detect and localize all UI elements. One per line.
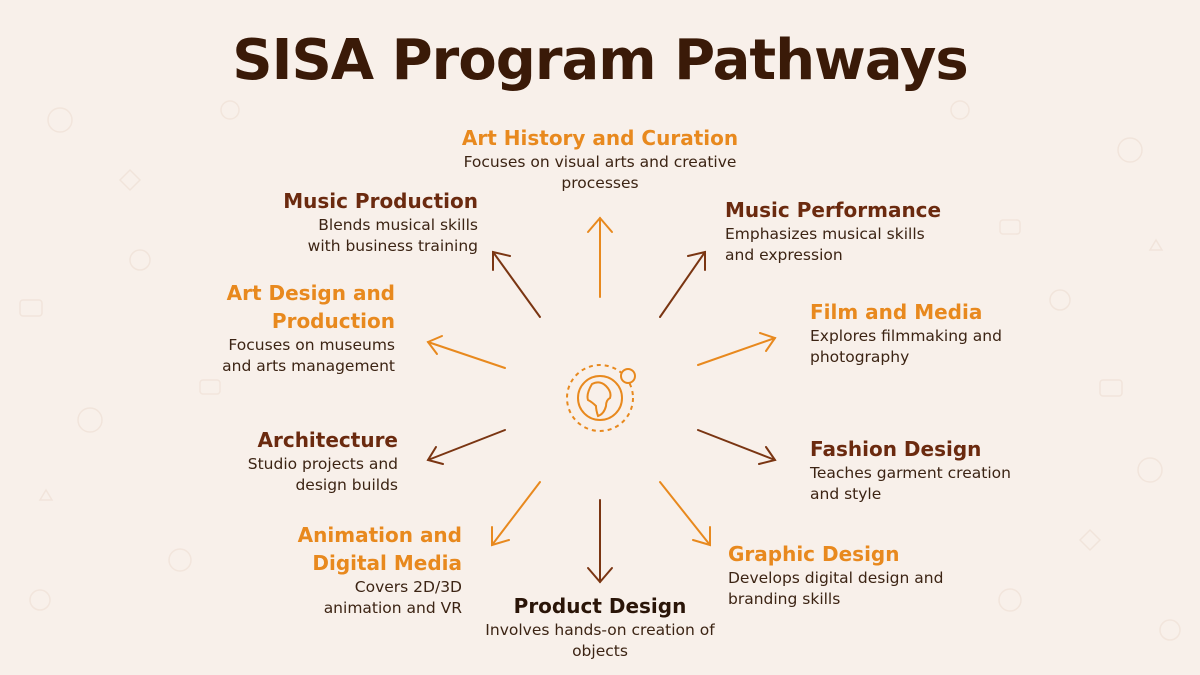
pathway-film-media: Film and Media Explores filmmaking and p…	[810, 298, 1040, 368]
arrow-art-design	[427, 341, 506, 369]
pathway-heading: Product Design	[513, 594, 687, 618]
pathway-art-design: Art Design and Production Focuses on mus…	[190, 279, 395, 377]
pathway-desc: Studio projects and design builds	[247, 455, 398, 494]
arrow-graphic-design	[659, 481, 711, 546]
arrow-fashion-design	[697, 429, 776, 461]
pathway-desc: Blends musical skills with business trai…	[307, 216, 478, 255]
pathway-heading: Fashion Design	[810, 437, 982, 461]
pathway-heading: Art Design and Production	[226, 281, 395, 333]
pathway-art-history: Art History and Curation Focuses on visu…	[440, 124, 760, 194]
pathway-heading: Graphic Design	[728, 542, 900, 566]
pathway-music-production: Music Production Blends musical skills w…	[245, 187, 478, 257]
arrow-music-performance	[659, 251, 706, 318]
pathway-heading: Architecture	[257, 428, 399, 452]
pathway-desc: Focuses on museums and arts management	[222, 336, 395, 375]
pathway-heading: Music Performance	[725, 198, 942, 222]
pathway-music-performance: Music Performance Emphasizes musical ski…	[725, 196, 965, 266]
pathway-heading: Film and Media	[810, 300, 983, 324]
pathway-desc: Focuses on visual arts and creative proc…	[463, 153, 737, 192]
page-title: SISA Program Pathways	[232, 28, 968, 93]
arrow-architecture	[427, 429, 506, 461]
pathway-desc: Involves hands-on creation of objects	[485, 621, 715, 660]
pathway-desc: Explores filmmaking and photography	[810, 327, 1002, 366]
pathway-animation: Animation and Digital Media Covers 2D/3D…	[280, 521, 462, 619]
pathway-heading: Music Production	[283, 189, 478, 213]
pathway-desc: Teaches garment creation and style	[810, 464, 1011, 503]
globe-africa-icon	[566, 364, 636, 432]
pathway-heading: Art History and Curation	[461, 126, 739, 150]
pathway-product-design: Product Design Involves hands-on creatio…	[468, 592, 732, 662]
pathway-heading: Animation and Digital Media	[297, 523, 462, 575]
pathway-desc: Emphasizes musical skills and expression	[725, 225, 925, 264]
pathway-desc: Covers 2D/3D animation and VR	[323, 578, 462, 617]
arrow-music-production	[492, 251, 541, 318]
pathway-fashion-design: Fashion Design Teaches garment creation …	[810, 435, 1040, 505]
arrow-film-media	[697, 337, 776, 366]
pathway-graphic-design: Graphic Design Develops digital design a…	[728, 540, 968, 610]
arrow-animation	[491, 481, 541, 546]
pathway-architecture: Architecture Studio projects and design …	[200, 426, 398, 496]
pathway-desc: Develops digital design and branding ski…	[728, 569, 944, 608]
